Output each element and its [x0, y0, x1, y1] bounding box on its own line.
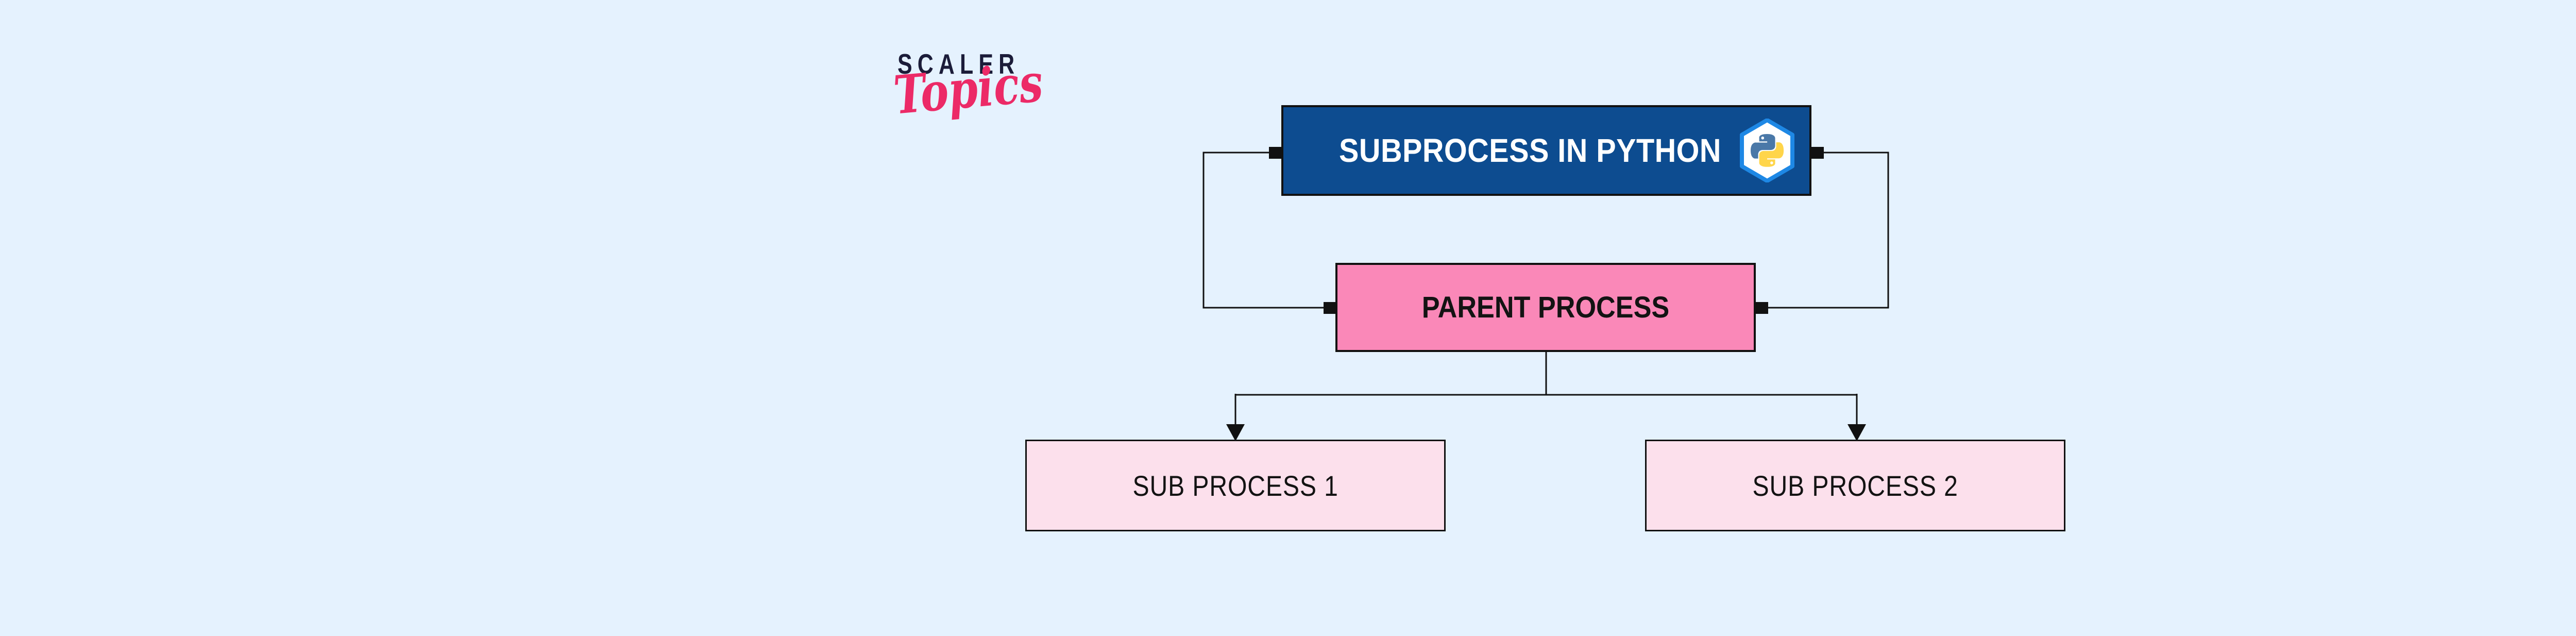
parent-process-node: PARENT PROCESS [1335, 263, 1756, 352]
sub-process-1-label: SUB PROCESS 1 [1132, 469, 1338, 502]
sub-process-2-label: SUB PROCESS 2 [1752, 469, 1958, 502]
port-title-right [1811, 147, 1824, 159]
title-node-label: SUBPROCESS IN PYTHON [1338, 132, 1721, 169]
title-node: SUBPROCESS IN PYTHON [1281, 105, 1811, 196]
connector-left-loop [1202, 152, 1330, 309]
sub-process-2-node: SUB PROCESS 2 [1645, 440, 2065, 531]
arrowhead-child1 [1226, 424, 1245, 441]
port-title-left [1269, 147, 1281, 159]
python-icon [1738, 118, 1796, 183]
logo-brand-text: SCALER [897, 48, 1020, 80]
connector-right-loop [1761, 152, 1889, 309]
sub-process-1-node: SUB PROCESS 1 [1025, 440, 1446, 531]
port-parent-left [1324, 302, 1336, 314]
port-parent-right [1756, 302, 1768, 314]
arrowhead-child2 [1848, 424, 1866, 441]
logo-script-text: Topics [891, 52, 1045, 127]
scaler-topics-logo: SCALER Topics [889, 45, 1054, 154]
parent-process-label: PARENT PROCESS [1421, 291, 1670, 324]
